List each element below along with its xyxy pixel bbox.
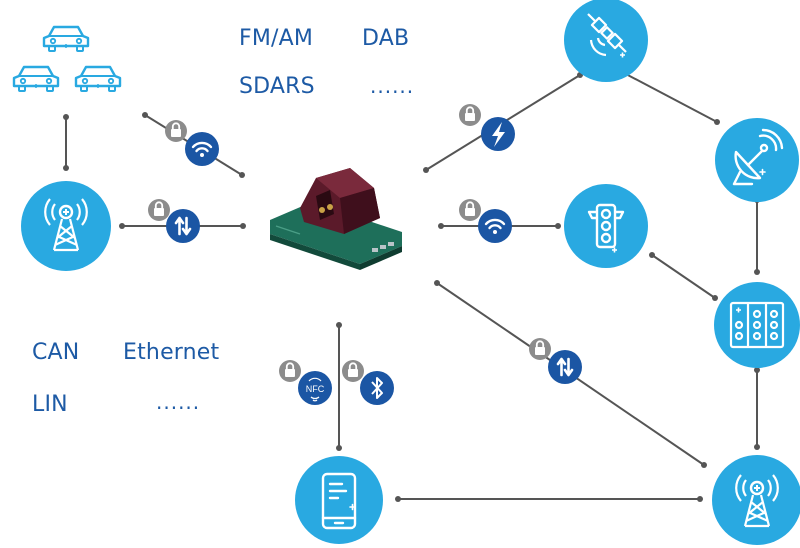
nfc-label: NFC	[306, 384, 325, 394]
satellite-icon	[587, 13, 627, 58]
wifi-badge-traffic	[458, 198, 512, 243]
cell-tower-node	[21, 181, 111, 271]
lightning-icon	[492, 122, 505, 147]
smartphone-icon	[321, 472, 357, 530]
label-sdars: SDARS	[239, 74, 315, 99]
nfc-icon	[308, 377, 322, 402]
label-ethernet: Ethernet	[123, 340, 220, 365]
bluetooth-icon	[371, 377, 383, 399]
cell-tower-right-node	[712, 455, 800, 545]
traffic-light-to-server-line	[651, 254, 716, 299]
bluetooth-badge	[341, 359, 394, 405]
lock-icon	[278, 359, 302, 383]
lock-icon	[341, 359, 365, 383]
lock-icon	[458, 103, 482, 127]
cars-icon	[12, 25, 122, 93]
smartphone-node	[295, 456, 383, 544]
wifi-badge-cars	[164, 119, 219, 166]
arrows-badge-tower	[147, 198, 200, 243]
server-rack-node	[714, 282, 800, 368]
telematics-unit	[270, 168, 402, 270]
satellite-node	[564, 0, 648, 82]
satellite-dish-icon	[732, 128, 784, 186]
arrows-badge-tower-right	[528, 337, 582, 384]
lock-icon	[147, 198, 171, 222]
label-fm-am: FM/AM	[239, 26, 314, 51]
traffic-light-node	[564, 184, 648, 268]
lightning-badge-satellite	[458, 103, 515, 151]
label-bus-more: ......	[156, 390, 201, 414]
lock-icon	[528, 337, 552, 361]
traffic-light-icon	[587, 203, 625, 253]
lock-icon	[458, 198, 482, 222]
satellite-dish-node	[715, 118, 799, 202]
nfc-badge: NFC	[278, 359, 332, 405]
server-rack-icon	[729, 301, 785, 349]
label-can: CAN	[32, 340, 80, 365]
label-broadcast-more: ......	[370, 74, 415, 98]
label-lin: LIN	[32, 392, 68, 417]
satellite-to-dish-line	[623, 72, 718, 123]
lock-icon	[164, 119, 188, 143]
label-dab: DAB	[362, 26, 410, 51]
